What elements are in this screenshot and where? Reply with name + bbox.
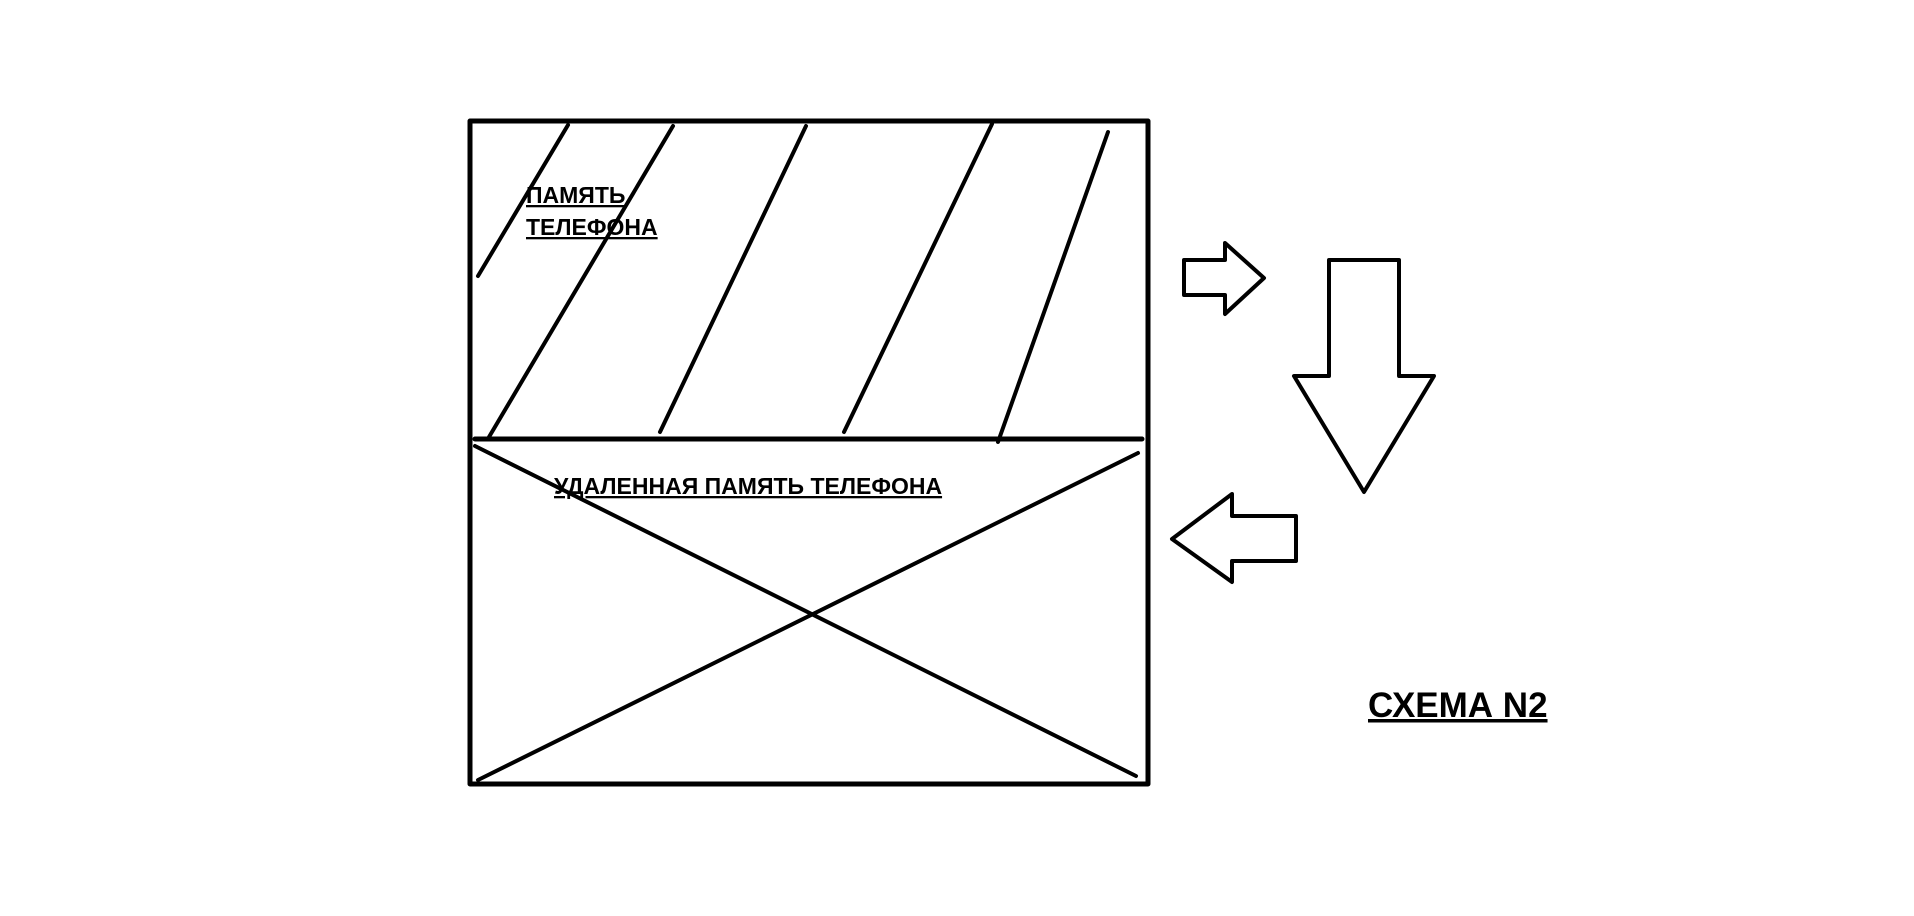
- hatch-line: [996, 130, 1110, 444]
- hatch-line: [842, 122, 994, 434]
- phone-memory-label-line2: ТЕЛЕФОНА: [526, 214, 658, 240]
- hatch-line: [476, 123, 570, 278]
- memory-box: [467, 118, 1151, 787]
- phone-memory-label-line1: ПАМЯТЬ: [526, 182, 625, 208]
- scheme-title: СХЕМА N2: [1368, 686, 1548, 725]
- cross-line: [473, 444, 1138, 778]
- phone-memory-hatching: [476, 122, 1110, 444]
- hatch-line: [658, 124, 808, 434]
- arrow-right-icon: [1182, 241, 1266, 316]
- arrow-left-icon: [1170, 492, 1298, 584]
- hatch-line: [487, 124, 675, 439]
- deleted-memory-cross: [473, 444, 1140, 782]
- cross-line: [476, 451, 1140, 782]
- arrow-down-icon: [1292, 258, 1436, 494]
- deleted-memory-label: УДАЛЕННАЯ ПАМЯТЬ ТЕЛЕФОНА: [554, 473, 942, 499]
